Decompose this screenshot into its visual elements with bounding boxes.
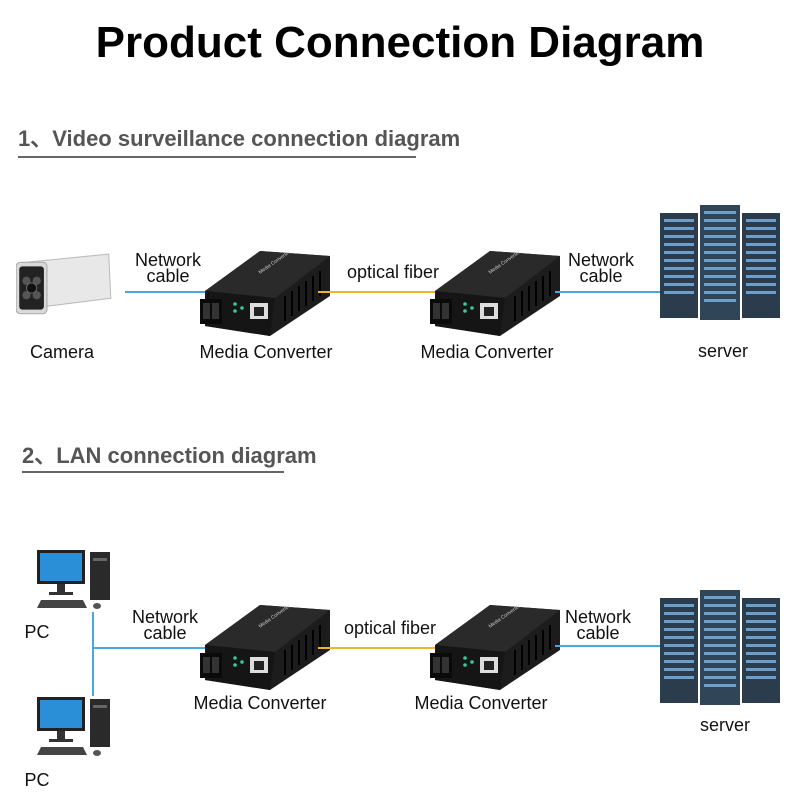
network-cable-label-line1: Network: [564, 607, 632, 627]
network-cable-line: [555, 291, 660, 293]
network-cable-line: [92, 647, 210, 649]
network-cable-line: [92, 612, 94, 696]
pc-icon: [35, 695, 115, 760]
network-cable-label-line1: Network: [134, 250, 202, 270]
optical-fiber-line: [318, 647, 440, 649]
media-converter-label: Media Converter: [199, 342, 333, 362]
section1-underline: [18, 156, 416, 158]
network-cable-label-line2: cable: [579, 266, 623, 286]
section2-heading: 2、LAN connection diagram: [22, 443, 317, 468]
camera-icon: [16, 252, 114, 324]
network-cable-label: Network cable: [564, 607, 632, 643]
server-label: server: [697, 341, 749, 361]
media-converter-label: Media Converter: [414, 693, 548, 713]
network-cable-label: Network cable: [567, 250, 635, 286]
section2-underline: [22, 471, 284, 473]
network-cable-label: Network cable: [131, 607, 199, 643]
server-icon: [660, 205, 780, 320]
optical-fiber-label: optical fiber: [343, 618, 437, 638]
network-cable-label-line2: cable: [576, 623, 620, 643]
optical-fiber-label: optical fiber: [346, 262, 440, 282]
network-cable-line: [125, 291, 210, 293]
pc-label: PC: [24, 770, 50, 790]
media-converter-icon: [200, 236, 335, 336]
network-cable-label-line2: cable: [146, 266, 190, 286]
server-label: server: [699, 715, 751, 735]
media-converter-icon: [200, 590, 335, 690]
pc-icon: [35, 548, 115, 613]
network-cable-label: Network cable: [134, 250, 202, 286]
media-converter-label: Media Converter: [420, 342, 554, 362]
pc-label: PC: [24, 622, 50, 642]
network-cable-label-line2: cable: [143, 623, 187, 643]
media-converter-icon: [430, 590, 565, 690]
page-title: Product Connection Diagram: [95, 18, 705, 67]
optical-fiber-line: [318, 291, 440, 293]
network-cable-line: [555, 645, 660, 647]
media-converter-label: Media Converter: [193, 693, 327, 713]
network-cable-label-line1: Network: [567, 250, 635, 270]
media-converter-icon: [430, 236, 565, 336]
section1-heading: 1、Video surveillance connection diagram: [18, 126, 461, 151]
network-cable-label-line1: Network: [131, 607, 199, 627]
camera-label: Camera: [29, 342, 95, 362]
server-icon: [658, 590, 782, 705]
